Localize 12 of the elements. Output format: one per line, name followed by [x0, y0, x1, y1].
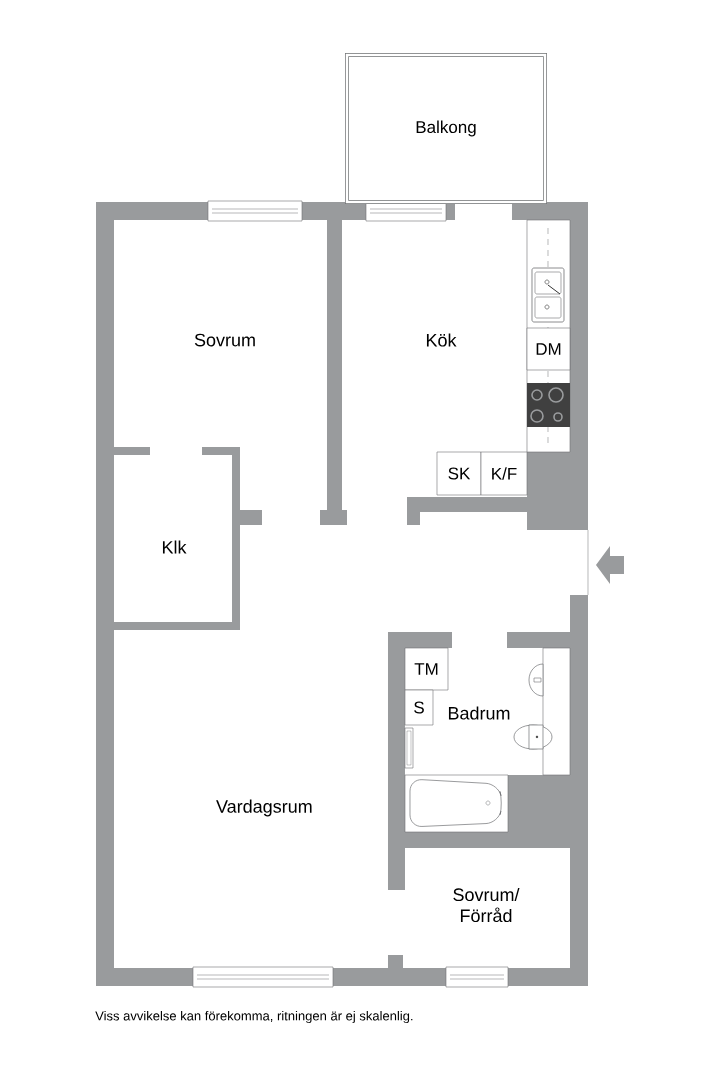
room-label: Sovrum/ Förråd: [453, 887, 520, 923]
room-label: Klk: [162, 540, 187, 554]
room-label: Sovrum: [194, 333, 255, 347]
room-label: Badrum: [448, 706, 510, 720]
appliance-box: DM: [526, 327, 571, 371]
appliance-box: SK: [436, 451, 482, 496]
appliance-box: S: [404, 689, 434, 726]
room-label: Vardagsrum: [216, 799, 312, 817]
appliance-box: TM: [404, 647, 449, 691]
appliance-box: K/F: [480, 451, 528, 496]
caption: Viss avvikelse kan förekomma, ritningen är ej skalenlig.: [95, 1010, 413, 1024]
room-label: Kök: [426, 333, 457, 347]
